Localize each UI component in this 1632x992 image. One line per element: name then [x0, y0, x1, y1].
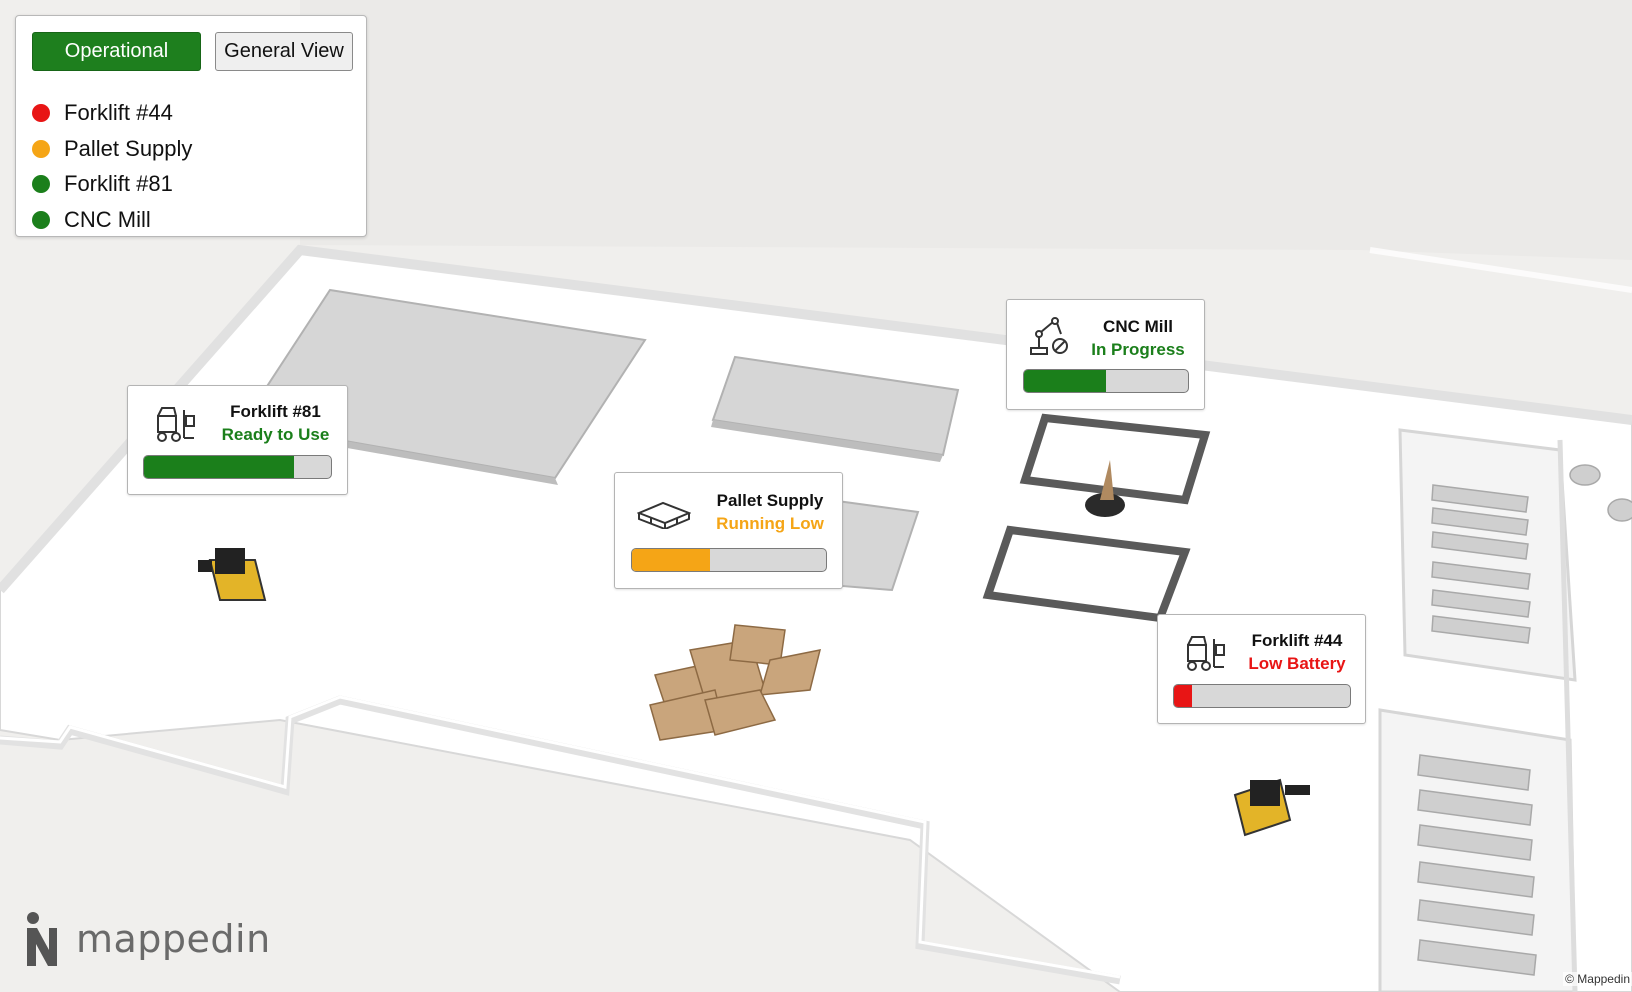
general-view-button[interactable]: General View: [215, 32, 353, 71]
forklift-icon: [157, 407, 195, 442]
mappedin-logo[interactable]: mappedin: [24, 912, 271, 966]
card-title: Forklift #81: [230, 402, 321, 421]
card-title: Forklift #44: [1251, 631, 1343, 650]
card-title: Pallet Supply: [716, 491, 824, 510]
progress-bar: [143, 455, 332, 479]
progress-bar: [1173, 684, 1351, 708]
card-forklift-44[interactable]: Forklift #44 Low Battery: [1157, 614, 1366, 724]
cnc-machine: [1085, 493, 1125, 517]
card-status: Ready to Use: [221, 425, 330, 444]
legend-item-cnc-mill[interactable]: CNC Mill: [32, 205, 151, 235]
card-forklift-81[interactable]: Forklift #81 Ready to Use: [127, 385, 348, 495]
card-status: Low Battery: [1248, 654, 1346, 673]
forklift-icon: [1187, 636, 1225, 671]
status-dot-icon: [32, 211, 50, 229]
status-dot-icon: [32, 104, 50, 122]
card-pallet-supply[interactable]: Pallet Supply Running Low: [614, 472, 843, 589]
legend-label: Pallet Supply: [64, 136, 193, 161]
status-dot-icon: [32, 140, 50, 158]
card-cnc-mill[interactable]: CNC Mill In Progress: [1006, 299, 1205, 410]
operational-view-button[interactable]: Operational View: [32, 32, 201, 99]
progress-fill: [632, 549, 710, 571]
pallet-icon: [637, 501, 691, 529]
card-status: Running Low: [716, 514, 824, 533]
forklift-81-model: [198, 548, 267, 601]
progress-bar: [631, 548, 827, 572]
progress-fill: [144, 456, 294, 478]
brand-text: mappedin: [76, 917, 271, 961]
progress-fill: [1174, 685, 1192, 707]
legend-label: Forklift #81: [64, 171, 173, 196]
forklift-44-model: [1233, 778, 1310, 837]
mappedin-logo-icon: [27, 912, 57, 966]
robot-arm-icon: [1030, 317, 1068, 355]
map-attribution[interactable]: © Mappedin: [1563, 972, 1632, 986]
card-title: CNC Mill: [1103, 317, 1173, 336]
legend-label: CNC Mill: [64, 207, 151, 232]
pallet-pile: [649, 624, 822, 741]
status-dot-icon: [32, 175, 50, 193]
progress-bar: [1023, 369, 1189, 393]
legend-item-pallet-supply[interactable]: Pallet Supply: [32, 134, 192, 164]
legend-item-forklift-44[interactable]: Forklift #44: [32, 98, 173, 128]
legend-label: Forklift #44: [64, 100, 173, 125]
legend-item-forklift-81[interactable]: Forklift #81: [32, 169, 173, 199]
card-status: In Progress: [1091, 340, 1185, 359]
progress-fill: [1024, 370, 1106, 392]
legend-panel: Operational View General View Forklift #…: [15, 15, 367, 237]
